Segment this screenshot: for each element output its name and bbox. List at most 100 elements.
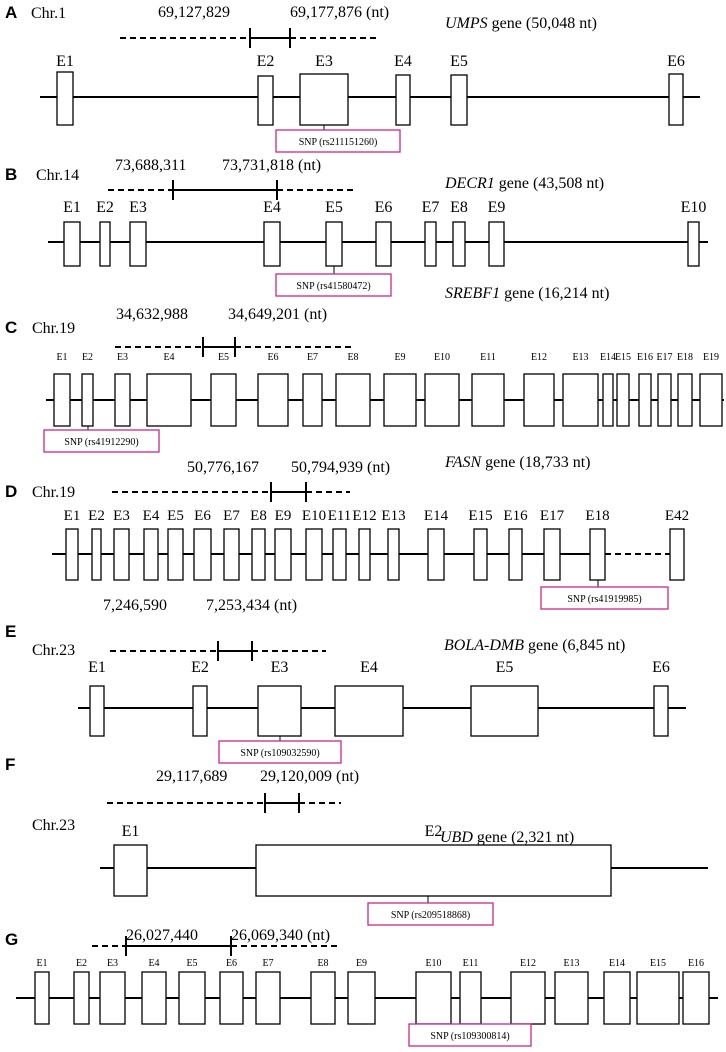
- exon-e2: [81, 373, 94, 427]
- exon-label: E17: [656, 352, 672, 363]
- exon-e1: [113, 844, 148, 897]
- exon-label: E4: [148, 958, 159, 969]
- exon-label: E9: [356, 958, 367, 969]
- exon-label: E10: [302, 508, 326, 524]
- exon-e6: [653, 685, 669, 737]
- snp-label: SNP (rs109300814): [430, 1031, 509, 1042]
- exon-label: E15: [468, 508, 492, 524]
- exon-e2: [73, 971, 90, 1025]
- exon-e3: [257, 685, 302, 737]
- gene-title: UBD gene (2,321 nt): [440, 829, 574, 846]
- exon-e7: [223, 528, 240, 581]
- exon-label: E6: [226, 958, 237, 969]
- panel-letter: E: [5, 622, 16, 641]
- gene-length: gene (43,508 nt): [495, 175, 604, 192]
- chromosome-scale: [115, 337, 352, 357]
- gene-title: FASN gene (18,733 nt): [444, 454, 590, 471]
- coordinate-end: 7,253,434 (nt): [206, 597, 297, 614]
- gene-title: SREBF1 gene (16,214 nt): [445, 285, 609, 302]
- exon-label: E5: [218, 352, 229, 363]
- exon-e14: [603, 971, 631, 1025]
- exon-e12: [523, 373, 555, 427]
- exon-e2: [192, 685, 208, 737]
- exon-e7: [302, 373, 323, 427]
- snp-label: SNP (rs41912290): [64, 437, 138, 448]
- coordinate-start: 50,776,167: [187, 459, 259, 476]
- snp-box: [275, 129, 401, 153]
- exon-label: E10: [681, 199, 707, 216]
- exon-e17: [657, 373, 672, 427]
- exon-label: E4: [394, 53, 412, 70]
- exon-label: E13: [572, 352, 588, 363]
- exon-label: E3: [315, 53, 333, 70]
- exon-e5: [325, 221, 343, 267]
- exon-e4: [146, 373, 192, 427]
- gene-length: gene (16,214 nt): [500, 285, 609, 302]
- gene-length: gene (18,733 nt): [481, 454, 590, 471]
- exon-e2: [99, 221, 111, 267]
- snp-label: SNP (rs211151260): [299, 137, 378, 148]
- chromosome-label: Chr.19: [32, 484, 75, 501]
- exon-label: E2: [88, 508, 105, 524]
- exon-label: E2: [425, 823, 443, 840]
- exon-label: E5: [496, 659, 514, 676]
- exon-e1: [63, 221, 81, 267]
- exon-label: E18: [585, 508, 609, 524]
- exon-e6: [219, 971, 244, 1025]
- panel-letter: C: [5, 318, 17, 337]
- chromosome-scale: [107, 793, 341, 813]
- exon-label: E3: [107, 958, 118, 969]
- exon-label: E9: [394, 352, 405, 363]
- exon-e18: [677, 373, 693, 427]
- snp-label: SNP (rs209518868): [391, 910, 470, 921]
- chromosome-label: Chr.1: [31, 5, 66, 22]
- exon-e12: [358, 528, 371, 581]
- exon-e8: [335, 373, 371, 427]
- gene-name: BOLA-DMB: [444, 637, 524, 654]
- exon-label: E1: [122, 823, 140, 840]
- exon-label: E2: [257, 53, 275, 70]
- exon-label: E1: [88, 659, 106, 676]
- exon-e10: [415, 971, 452, 1025]
- exon-label: E12: [520, 958, 536, 969]
- exon-label: E14: [600, 352, 616, 363]
- exon-e3: [114, 373, 131, 427]
- exon-label: E5: [325, 199, 343, 216]
- snp-box: [540, 586, 669, 610]
- exon-e9: [488, 221, 505, 267]
- exon-e5: [167, 528, 184, 581]
- exon-label: E13: [563, 958, 579, 969]
- snp-box: [218, 740, 342, 764]
- exon-e3: [113, 528, 130, 581]
- chromosome-scale: [110, 641, 326, 661]
- exon-label: E18: [677, 352, 693, 363]
- chromosome-label: Chr.23: [32, 817, 75, 834]
- exon-e13: [562, 373, 599, 427]
- panel-letter: F: [5, 755, 15, 774]
- exon-e4: [141, 971, 167, 1025]
- exon-e11: [459, 971, 482, 1025]
- coordinate-start: 7,246,590: [103, 597, 167, 614]
- exon-e5: [470, 685, 539, 737]
- coordinate-start: 73,688,311: [115, 157, 186, 174]
- exon-e8: [452, 221, 466, 267]
- coordinate-start: 34,632,988: [116, 306, 188, 323]
- exon-e10: [305, 528, 323, 581]
- exon-label: E10: [425, 958, 441, 969]
- exon-label: E6: [267, 352, 278, 363]
- exon-e15: [636, 971, 680, 1025]
- exon-label: E9: [275, 508, 292, 524]
- exon-label: E2: [96, 199, 114, 216]
- exon-e4: [334, 685, 404, 737]
- snp-label: SNP (rs41580472): [296, 281, 370, 292]
- gene-name: UBD: [440, 829, 473, 846]
- exon-label: E15: [615, 352, 631, 363]
- exon-e10: [687, 221, 700, 267]
- gene-title: UMPS gene (50,048 nt): [445, 15, 597, 32]
- exon-label: E17: [540, 508, 565, 524]
- snp-label: SNP (rs109032590): [240, 748, 319, 759]
- exon-label: E1: [56, 53, 74, 70]
- exon-label: E7: [262, 958, 273, 969]
